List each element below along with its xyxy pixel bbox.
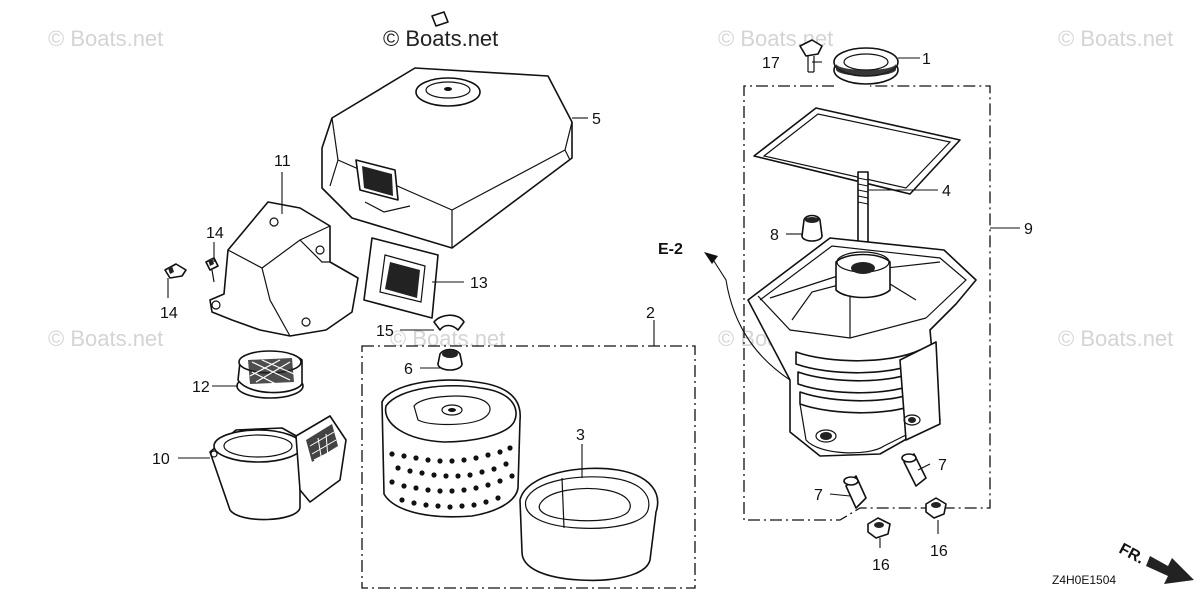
front-direction-indicator: FR. — [1116, 541, 1194, 584]
label-part-1: 1 — [922, 51, 931, 68]
label-part-2: 2 — [646, 305, 655, 322]
packing — [753, 107, 961, 195]
clip — [433, 314, 465, 331]
filter-perforations — [389, 445, 515, 510]
diagram-code: Z4H0E1504 — [1052, 573, 1116, 587]
label-part-9: 9 — [1024, 221, 1033, 238]
label-part-8: 8 — [770, 227, 779, 244]
label-part-12: 12 — [192, 379, 210, 396]
leader-lines — [167, 57, 1020, 548]
screw — [205, 257, 219, 283]
label-part-17: 17 — [762, 55, 780, 72]
label-part-13: 13 — [470, 275, 488, 292]
group-bracket-2 — [361, 345, 696, 589]
front-label: FR. — [1116, 541, 1147, 568]
front-arrow-icon — [1146, 556, 1194, 584]
screen-filter — [236, 350, 304, 399]
label-part-5: 5 — [592, 111, 601, 128]
label-part-11: 11 — [274, 153, 291, 170]
part-labels: 1 2 3 4 5 6 7 7 8 9 10 11 12 13 14 14 15… — [152, 51, 1033, 574]
label-part-16b: 16 — [930, 543, 948, 560]
cleaner-case — [209, 415, 347, 521]
label-part-15: 15 — [376, 323, 394, 340]
label-part-3: 3 — [576, 427, 585, 444]
cleaner-body — [747, 237, 977, 457]
breather-tube — [843, 475, 867, 509]
reference-label: E-2 — [658, 241, 683, 258]
label-part-4: 4 — [942, 183, 951, 200]
label-part-14a: 14 — [206, 225, 224, 242]
label-part-10: 10 — [152, 451, 170, 468]
elbow-cover — [209, 201, 359, 337]
watermark: © Boats.net — [1058, 326, 1173, 351]
breather-tube — [901, 453, 927, 487]
foam-element — [519, 467, 659, 582]
label-part-7a: 7 — [938, 457, 947, 474]
air-filter — [381, 379, 521, 518]
watermark: © Boats.net — [48, 26, 163, 51]
screw — [164, 263, 187, 279]
group-bracket-9 — [743, 85, 991, 521]
seal-ring — [833, 47, 899, 85]
watermark: © Boats.net — [1058, 26, 1173, 51]
cover-gasket — [363, 237, 439, 319]
flange-nut — [925, 497, 947, 519]
label-part-14b: 14 — [160, 305, 178, 322]
label-part-7b: 7 — [814, 487, 823, 504]
label-part-6: 6 — [404, 361, 413, 378]
watermark-top: © Boats.net — [383, 26, 498, 51]
flange-nut — [867, 517, 891, 539]
stud — [857, 171, 869, 261]
bolt — [799, 39, 823, 73]
collar — [801, 214, 823, 242]
air-cleaner-cover — [321, 11, 573, 249]
grommet — [437, 348, 463, 371]
label-part-16a: 16 — [872, 557, 890, 574]
watermark: © Boats.net — [48, 326, 163, 351]
